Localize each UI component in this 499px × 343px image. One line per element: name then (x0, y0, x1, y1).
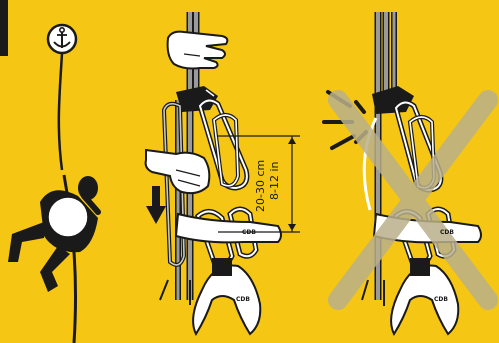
panel-edge-bar (0, 0, 8, 56)
measurement-label-metric: 20-30 cm (254, 160, 267, 212)
brand-mark-correct: CDB (242, 229, 256, 236)
measurement-label-imperial: 8-12 in (268, 162, 281, 201)
anchor-icon (48, 25, 76, 53)
brand-mark-incorrect: CDB (440, 229, 454, 236)
brand-mark-incorrect-leg: CDB (434, 296, 448, 303)
brand-mark-correct-leg: CDB (236, 296, 250, 303)
